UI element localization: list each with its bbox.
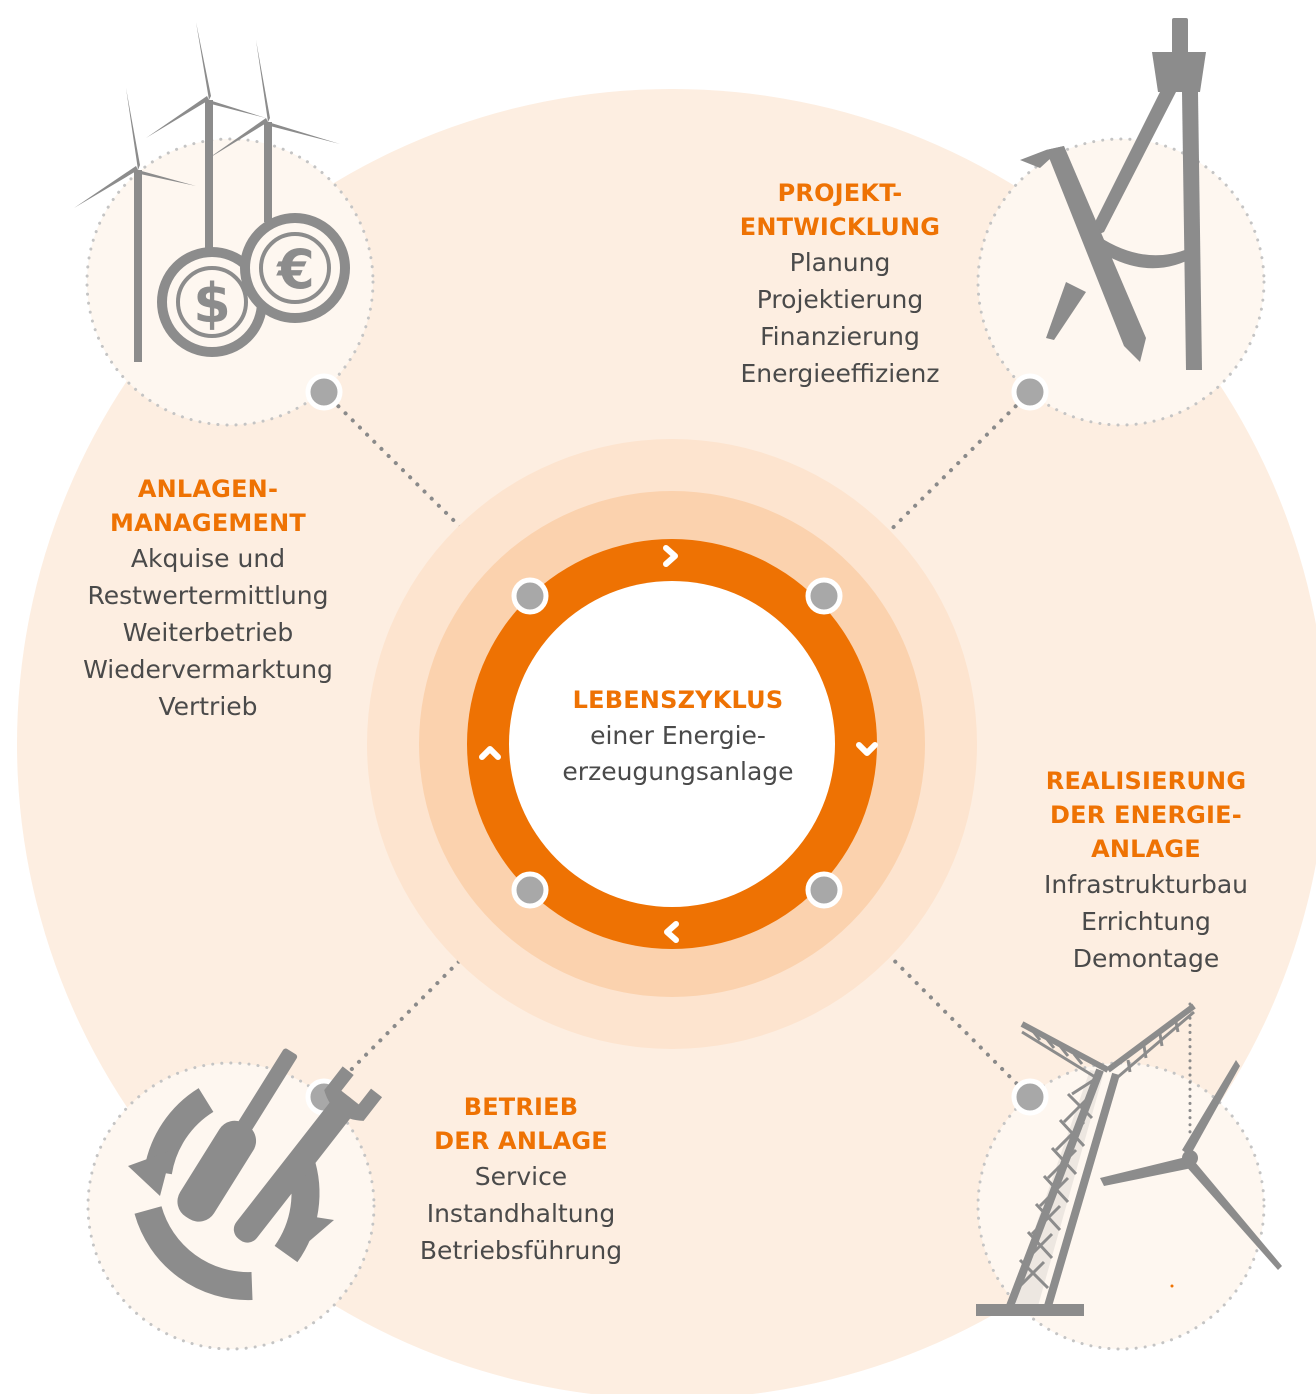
arrow-up-icon xyxy=(479,746,501,760)
phase-item: Wiedervermarktung xyxy=(83,655,333,684)
phase-betrieb: BETRIEB DER ANLAGE Service Instandhaltun… xyxy=(396,1090,646,1269)
phase-item: Errichtung xyxy=(1081,907,1211,936)
phase-item: Finanzierung xyxy=(760,322,920,351)
phase-heading: ENTWICKLUNG xyxy=(739,213,941,241)
phase-item: Energieeffizienz xyxy=(740,359,940,388)
dollar-symbol: $ xyxy=(193,272,231,335)
phase-heading: DER ENERGIE- xyxy=(1050,801,1242,829)
arrow-left-icon xyxy=(664,921,679,943)
node-outer-br xyxy=(1011,1078,1049,1116)
center-white xyxy=(509,581,835,907)
crane-turbine-icon xyxy=(976,1002,1282,1316)
accent-dot xyxy=(1170,1284,1174,1288)
phase-item: Demontage xyxy=(1072,944,1220,973)
phase-heading: ANLAGE xyxy=(1091,835,1201,863)
phase-heading: ANLAGEN- xyxy=(137,475,279,503)
phase-realisierung: REALISIERUNG DER ENERGIE- ANLAGE Infrast… xyxy=(1016,764,1276,977)
phase-item: Vertrieb xyxy=(158,692,258,721)
phase-item: Weiterbetrieb xyxy=(122,618,294,647)
euro-symbol: € xyxy=(275,238,315,301)
node-outer-tr xyxy=(1011,373,1049,411)
compass-pencil-icon xyxy=(1020,18,1206,370)
phase-heading: DER ANLAGE xyxy=(434,1127,608,1155)
phase-item: Infrastrukturbau xyxy=(1043,870,1248,899)
center-line-1: einer Energie- xyxy=(590,721,766,750)
phase-heading: PROJEKT- xyxy=(777,179,903,207)
wind-turbines-money-icon xyxy=(74,22,350,362)
phase-heading: MANAGEMENT xyxy=(110,509,306,537)
phase-item: Akquise und xyxy=(130,544,286,573)
node-inner-tl xyxy=(511,577,549,615)
phase-item: Restwertermittlung xyxy=(87,581,329,610)
cycle-arrows xyxy=(479,545,878,943)
phase-item: Betriebsführung xyxy=(419,1236,623,1265)
node-outer-tl xyxy=(305,373,343,411)
phase-heading: REALISIERUNG xyxy=(1045,767,1247,795)
center-label: LEBENSZYKLUS einer Energie- erzeugungsan… xyxy=(528,682,828,790)
node-inner-tr xyxy=(805,577,843,615)
node-inner-bl xyxy=(511,871,549,909)
phase-item: Instandhaltung xyxy=(426,1199,616,1228)
phase-heading: BETRIEB xyxy=(463,1093,579,1121)
phase-item: Planung xyxy=(789,248,891,277)
arrow-right-icon xyxy=(663,545,678,567)
phase-projektentwicklung: PROJEKT- ENTWICKLUNG Planung Projektieru… xyxy=(700,176,980,392)
center-title: LEBENSZYKLUS xyxy=(572,686,784,714)
phase-anlagenmanagement: ANLAGEN- MANAGEMENT Akquise und Restwert… xyxy=(58,472,358,725)
arrow-down-icon xyxy=(856,742,878,756)
node-inner-br xyxy=(805,871,843,909)
nodes xyxy=(305,373,1049,1116)
center-line-2: erzeugungsanlage xyxy=(562,757,794,786)
phase-item: Service xyxy=(474,1162,568,1191)
screwdriver-wrench-cycle-icon xyxy=(128,1048,383,1301)
phase-item: Projektierung xyxy=(756,285,924,314)
